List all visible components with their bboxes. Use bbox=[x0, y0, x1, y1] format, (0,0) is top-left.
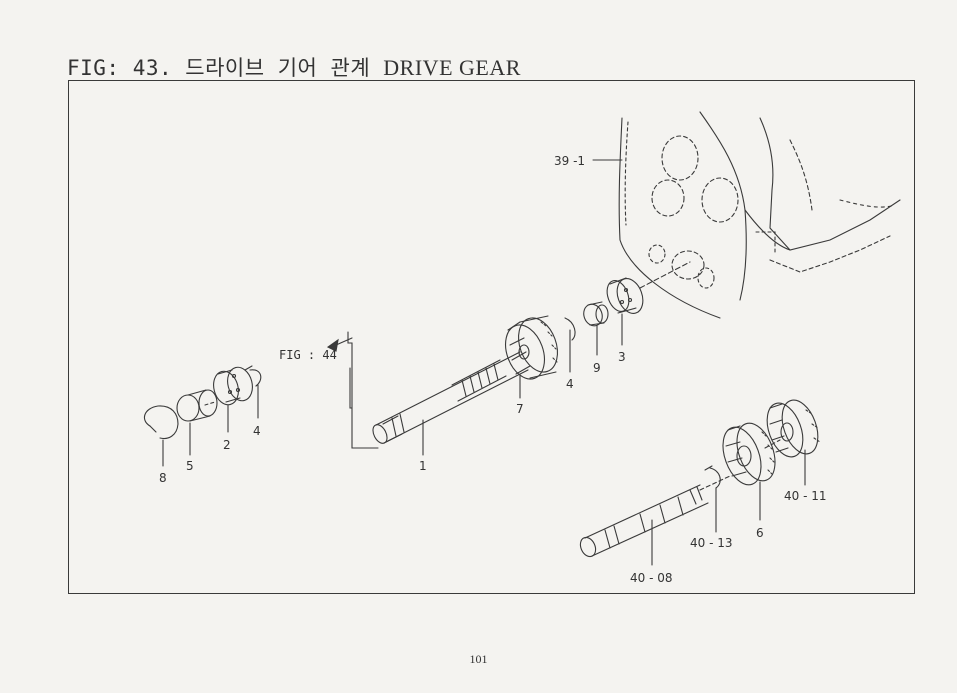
callout-1: 1 bbox=[419, 459, 427, 473]
figure-title: FIG: 43. 드라이브 기어 관계 DRIVE GEAR bbox=[67, 52, 521, 82]
callout-40-13: 40 - 13 bbox=[690, 536, 733, 550]
callout-4-upper: 4 bbox=[566, 377, 574, 391]
callout-7: 7 bbox=[516, 402, 524, 416]
callout-8: 8 bbox=[159, 471, 167, 485]
callout-6: 6 bbox=[756, 526, 764, 540]
snap-ring-40-13 bbox=[704, 465, 721, 533]
diagram-frame bbox=[68, 80, 915, 594]
callout-3: 3 bbox=[618, 350, 626, 364]
snap-ring-4-lower bbox=[244, 365, 262, 419]
page-number: 101 bbox=[469, 652, 488, 666]
fig-44-label: FIG : 44 bbox=[279, 348, 337, 362]
main-shaft bbox=[372, 351, 529, 456]
gear-6 bbox=[722, 422, 776, 521]
circlip-8 bbox=[143, 405, 179, 467]
gearbox-housing bbox=[592, 111, 901, 319]
callout-40-08: 40 - 08 bbox=[630, 571, 673, 585]
circlip-4-upper bbox=[564, 317, 576, 373]
fig-44-reference bbox=[326, 331, 379, 449]
gear-7 bbox=[505, 315, 558, 399]
callout-2: 2 bbox=[223, 438, 231, 452]
gear-40-11 bbox=[766, 399, 821, 486]
callout-4-lower: 4 bbox=[253, 424, 261, 438]
figure-title-english: DRIVE GEAR bbox=[383, 55, 521, 80]
collar-5 bbox=[176, 389, 218, 456]
callout-5: 5 bbox=[186, 459, 194, 473]
bearing-2 bbox=[213, 366, 253, 433]
callout-9: 9 bbox=[593, 361, 601, 375]
bush-9 bbox=[583, 301, 609, 356]
countershaft-40-08 bbox=[579, 484, 709, 566]
callout-39-1: 39 -1 bbox=[554, 154, 585, 168]
callout-40-11: 40 - 11 bbox=[784, 489, 827, 503]
figure-title-prefix: FIG: 43. 드라이브 기어 관계 bbox=[67, 56, 371, 80]
bearing-3 bbox=[606, 261, 691, 346]
